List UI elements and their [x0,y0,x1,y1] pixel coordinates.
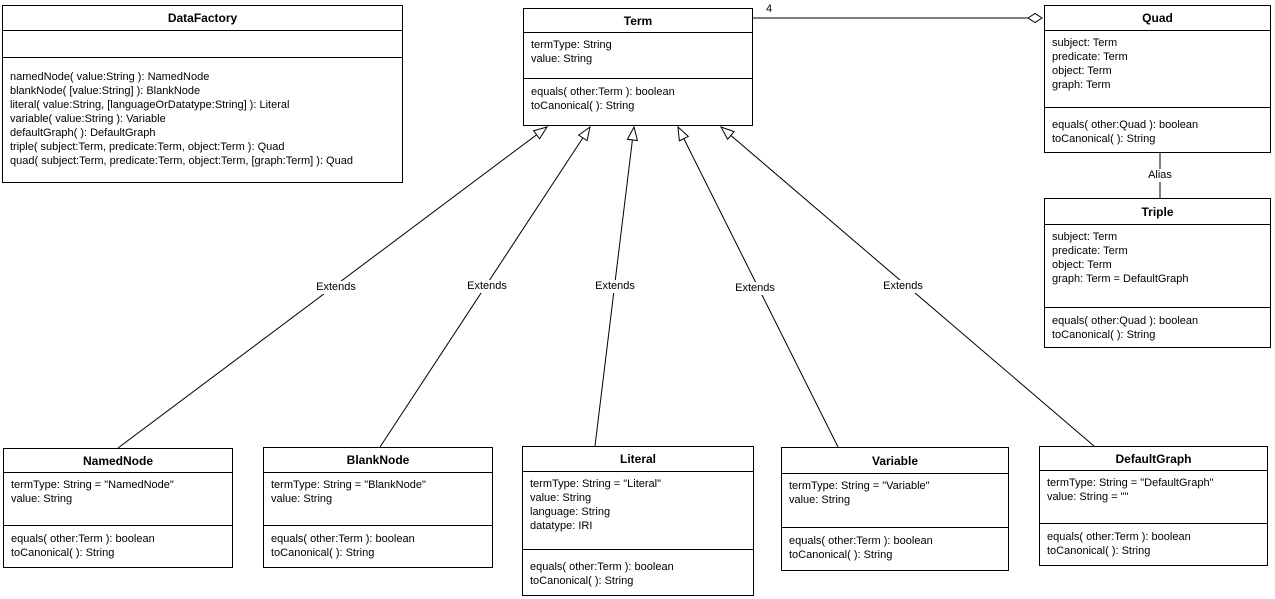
class-title: NamedNode [4,449,232,473]
method-line: toCanonical( ): String [789,549,893,561]
class-methods-section: equals( other:Term ): boolean toCanonica… [524,79,752,125]
class-attributes-section [3,31,402,58]
class-attributes-section: termType: String = "DefaultGraph" value:… [1040,471,1267,524]
class-methods-section: equals( other:Term ): boolean toCanonica… [523,550,753,595]
method-line: toCanonical( ): String [271,547,375,559]
multiplicity-label: 4 [764,3,775,16]
extends-label-blanknode: Extends [465,280,509,293]
class-title: Quad [1045,6,1270,31]
attribute-line: datatype: IRI [530,520,593,532]
method-line: toCanonical( ): String [11,547,115,559]
class-methods-section: equals( other:Quad ): boolean toCanonica… [1045,108,1270,152]
attribute-line: language: String [530,506,611,518]
method-line: variable( value:String ): Variable [10,113,166,125]
attribute-line: graph: Term [1052,79,1111,91]
class-methods-section: equals( other:Term ): boolean toCanonica… [4,526,232,567]
class-box-variable: Variable termType: String = "Variable" v… [781,447,1009,571]
class-attributes-section: termType: String = "NamedNode" value: St… [4,473,232,526]
attribute-line: graph: Term = DefaultGraph [1052,273,1189,285]
attribute-line: subject: Term [1052,231,1118,243]
attribute-line: termType: String = "Variable" [789,480,930,492]
class-box-literal: Literal termType: String = "Literal" val… [522,446,754,596]
class-attributes-section: termType: String = "Variable" value: Str… [782,474,1008,528]
class-methods-section: equals( other:Quad ): boolean toCanonica… [1045,308,1270,347]
method-line: literal( value:String, [languageOrDataty… [10,99,290,111]
method-line: equals( other:Quad ): boolean [1052,119,1199,131]
attribute-line: value: String [531,53,593,65]
class-title: BlankNode [264,448,492,473]
method-line: equals( other:Term ): boolean [789,535,933,547]
class-title: Literal [523,447,753,472]
aggregation-diamond-icon [1027,12,1043,24]
attribute-line: termType: String [531,39,612,51]
method-line: toCanonical( ): String [1052,329,1156,341]
class-box-defaultgraph: DefaultGraph termType: String = "Default… [1039,446,1268,566]
class-methods-section: equals( other:Term ): boolean toCanonica… [782,528,1008,570]
attribute-line: termType: String = "BlankNode" [271,479,426,491]
attribute-line: predicate: Term [1052,245,1128,257]
class-attributes-section: termType: String = "BlankNode" value: St… [264,473,492,526]
method-line: defaultGraph( ): DefaultGraph [10,127,156,139]
method-line: quad( subject:Term, predicate:Term, obje… [10,155,353,167]
method-line: namedNode( value:String ): NamedNode [10,71,210,83]
class-box-triple: Triple subject: Term predicate: Term obj… [1044,198,1271,348]
class-attributes-section: termType: String = "Literal" value: Stri… [523,472,753,550]
method-line: toCanonical( ): String [531,100,635,112]
method-line: equals( other:Term ): boolean [531,86,675,98]
class-box-datafactory: DataFactory namedNode( value:String ): N… [2,5,403,183]
attribute-line: termType: String = "Literal" [530,478,662,490]
class-methods-section: namedNode( value:String ): NamedNode bla… [3,58,402,182]
method-line: toCanonical( ): String [1052,133,1156,145]
class-title: Triple [1045,199,1270,225]
class-box-quad: Quad subject: Term predicate: Term objec… [1044,5,1271,153]
attribute-line: object: Term [1052,259,1112,271]
method-line: equals( other:Term ): boolean [271,533,415,545]
method-line: toCanonical( ): String [530,575,634,587]
method-line: equals( other:Term ): boolean [11,533,155,545]
class-title: DataFactory [3,6,402,31]
attribute-line: termType: String = "DefaultGraph" [1047,477,1214,489]
attribute-line: value: String [789,494,851,506]
class-title: Variable [782,448,1008,474]
extends-label-defaultgraph: Extends [881,280,925,293]
attribute-line: value: String [530,492,592,504]
attribute-line: value: String [11,493,73,505]
method-line: equals( other:Quad ): boolean [1052,315,1199,327]
method-line: blankNode( [value:String] ): BlankNode [10,85,201,97]
class-methods-section: equals( other:Term ): boolean toCanonica… [264,526,492,567]
attribute-line: value: String = "" [1047,491,1129,503]
method-line: toCanonical( ): String [1047,545,1151,557]
class-box-namednode: NamedNode termType: String = "NamedNode"… [3,448,233,568]
class-title: Term [524,9,752,33]
attribute-line: predicate: Term [1052,51,1128,63]
class-title: DefaultGraph [1040,447,1267,471]
class-box-term: Term termType: String value: String equa… [523,8,753,126]
alias-label: Alias [1146,169,1174,182]
class-attributes-section: termType: String value: String [524,33,752,79]
attribute-line: subject: Term [1052,37,1118,49]
class-methods-section: equals( other:Term ): boolean toCanonica… [1040,524,1267,565]
extends-label-literal: Extends [593,280,637,293]
method-line: equals( other:Term ): boolean [530,561,674,573]
attribute-line: termType: String = "NamedNode" [11,479,174,491]
class-attributes-section: subject: Term predicate: Term object: Te… [1045,225,1270,308]
attribute-line: object: Term [1052,65,1112,77]
attribute-line: value: String [271,493,333,505]
extends-label-namednode: Extends [314,281,358,294]
method-line: triple( subject:Term, predicate:Term, ob… [10,141,285,153]
class-attributes-section: subject: Term predicate: Term object: Te… [1045,31,1270,108]
class-box-blanknode: BlankNode termType: String = "BlankNode"… [263,447,493,568]
extends-label-variable: Extends [733,282,777,295]
method-line: equals( other:Term ): boolean [1047,531,1191,543]
